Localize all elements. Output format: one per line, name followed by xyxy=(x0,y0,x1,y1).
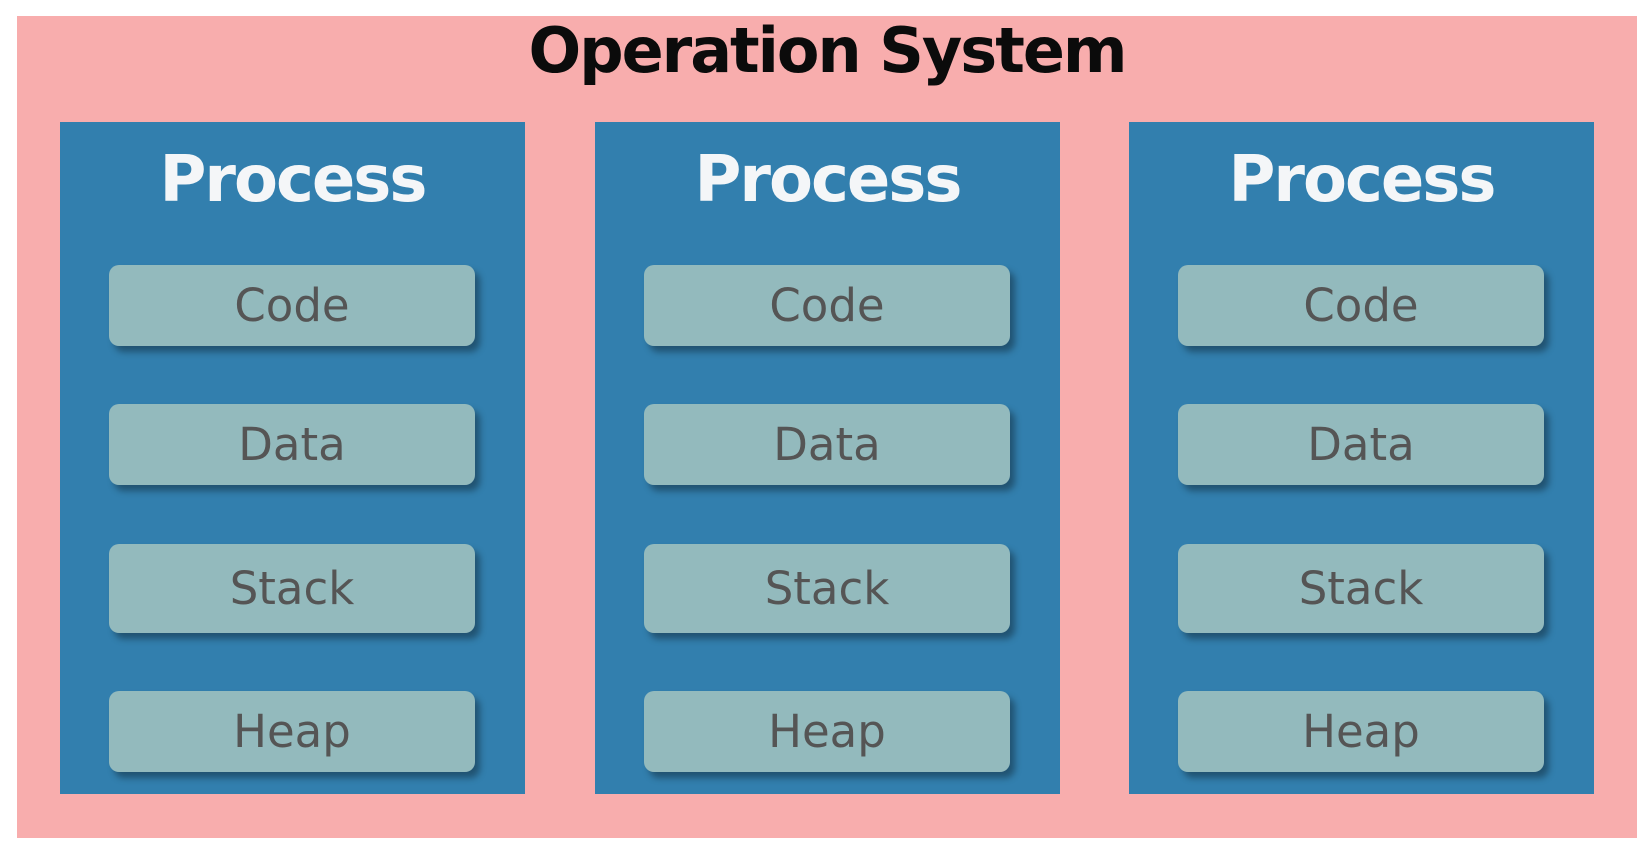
process-title: Process xyxy=(1228,143,1497,217)
process-box-1: Process Code Data Stack Heap xyxy=(60,122,525,794)
code-segment: Code xyxy=(644,265,1010,346)
process-title: Process xyxy=(159,143,428,217)
code-segment: Code xyxy=(1178,265,1544,346)
operating-system-box: Operation System Process Code Data Stack… xyxy=(17,14,1637,838)
process-box-3: Process Code Data Stack Heap xyxy=(1129,122,1594,794)
process-title: Process xyxy=(694,143,963,217)
heap-segment: Heap xyxy=(644,691,1010,772)
code-segment: Code xyxy=(109,265,475,346)
heap-segment: Heap xyxy=(109,691,475,772)
stack-segment: Stack xyxy=(1178,544,1544,633)
heap-segment: Heap xyxy=(1178,691,1544,772)
stack-segment: Stack xyxy=(109,544,475,633)
data-segment: Data xyxy=(1178,404,1544,485)
stack-segment: Stack xyxy=(644,544,1010,633)
data-segment: Data xyxy=(644,404,1010,485)
os-title: Operation System xyxy=(528,14,1127,87)
data-segment: Data xyxy=(109,404,475,485)
process-box-2: Process Code Data Stack Heap xyxy=(595,122,1060,794)
